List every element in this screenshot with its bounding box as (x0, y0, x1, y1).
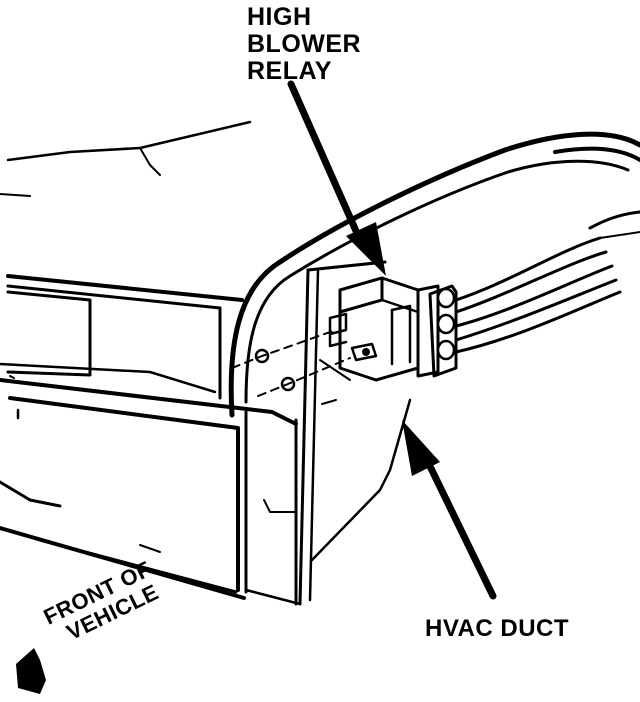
relay-wiring-connector (416, 231, 640, 378)
duct-housing-curve (228, 131, 640, 418)
duct-callout-arrow (402, 420, 497, 600)
relay-label-line-3: RELAY (247, 57, 332, 85)
relay-label-line-1: HIGH (247, 3, 312, 31)
relay-callout-arrow (287, 80, 386, 276)
duct-side-plate (298, 260, 412, 606)
relay-label-line-2: BLOWER (247, 30, 362, 58)
high-blower-relay-label: HIGH BLOWER RELAY (247, 4, 361, 85)
vent-housing-face (244, 410, 298, 606)
front-direction-arrow-icon (16, 648, 46, 694)
mounting-screws (231, 329, 351, 397)
high-blower-relay-unit (328, 276, 420, 382)
hvac-duct-label: HVAC DUCT (425, 615, 570, 642)
dash-top-panel (0, 120, 252, 197)
lower-vent-opening (0, 378, 302, 606)
upper-vent-opening (0, 274, 244, 400)
